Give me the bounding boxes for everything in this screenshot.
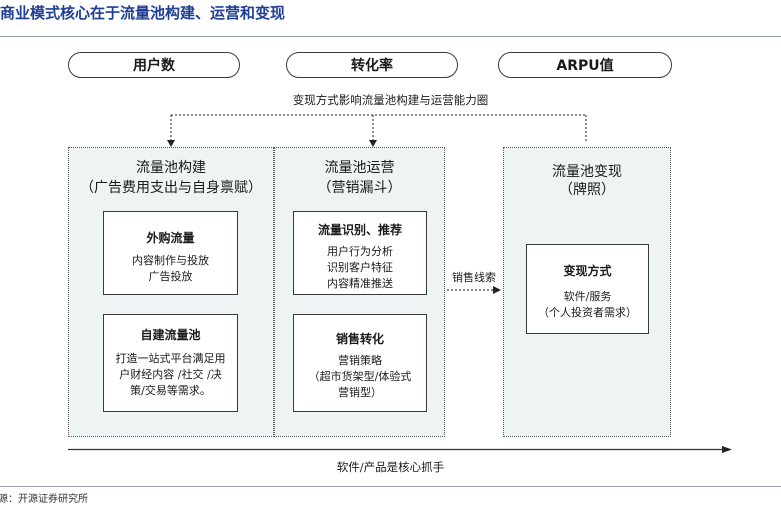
box-sales-conversion-line: （超市货架型/体验式 [308,370,412,383]
box-monetization-method-line: （个人投资者需求） [538,306,637,319]
footer-rule [0,486,781,487]
box-traffic-recognition-title: 流量识别、推荐 [317,223,402,237]
column-monetize-title: 流量池变现 [552,164,622,180]
arrow-bottom [722,446,732,453]
pill-conversion-rate: 转化率 [286,52,458,78]
box-purchased-traffic: 外购流量 内容制作与投放 广告投放 [103,211,238,295]
arrow-to-monetize [493,286,501,294]
column-build-title: 流量池构建 [136,160,206,176]
sales-lead-label: 销售线索 [452,271,496,284]
box-traffic-recognition-line: 用户行为分析 [327,245,393,258]
box-monetization-method-line: 软件/服务 [563,290,612,303]
bottom-label: 软件/产品是核心抓手 [336,460,445,474]
box-monetization-method-title: 变现方式 [563,264,612,278]
box-sales-conversion: 销售转化 营销策略 （超市货架型/体验式 营销型） [293,314,427,412]
box-traffic-recognition: 流量识别、推荐 用户行为分析 识别客户特征 内容精准推送 [293,211,427,295]
title-rule [0,36,781,37]
box-self-built-pool-line: 户财经内容 /社交 /决 [119,368,222,381]
box-self-built-pool-title: 自建流量池 [140,328,201,342]
box-self-built-pool: 自建流量池 打造一站式平台满足用 户财经内容 /社交 /决 策/交易等需求。 [103,314,238,412]
box-purchased-traffic-title: 外购流量 [146,231,195,245]
box-sales-conversion-line: 营销型） [338,386,382,399]
column-build-subtitle: （广告费用支出与自身禀赋） [80,180,262,196]
column-monetize-subtitle: （牌照） [559,182,615,198]
influence-label: 变现方式影响流量池构建与运营能力圈 [292,93,489,107]
box-sales-conversion-title: 销售转化 [335,332,384,346]
box-monetization-method: 变现方式 软件/服务 （个人投资者需求） [526,244,649,334]
column-operate-subtitle: （营销漏斗） [317,180,402,196]
box-purchased-traffic-line: 广告投放 [148,270,193,283]
box-purchased-traffic-line: 内容制作与投放 [132,254,209,267]
box-traffic-recognition-line: 识别客户特征 [327,261,393,274]
arrow-to-build [167,140,175,147]
pill-users: 用户数 [68,52,240,78]
box-self-built-pool-line: 策/交易等需求。 [130,384,211,397]
page-title: 商业模式核心在于流量池构建、运营和变现 [0,4,286,22]
pill-arpu: ARPU值 [498,52,672,78]
box-traffic-recognition-line: 内容精准推送 [327,277,393,290]
column-operate-title: 流量池运营 [324,160,395,176]
source-note: 源：开源证券研究所 [0,494,88,505]
box-self-built-pool-line: 打造一站式平台满足用 [115,352,226,365]
box-sales-conversion-line: 营销策略 [338,354,382,367]
arrow-to-operate [369,140,377,147]
